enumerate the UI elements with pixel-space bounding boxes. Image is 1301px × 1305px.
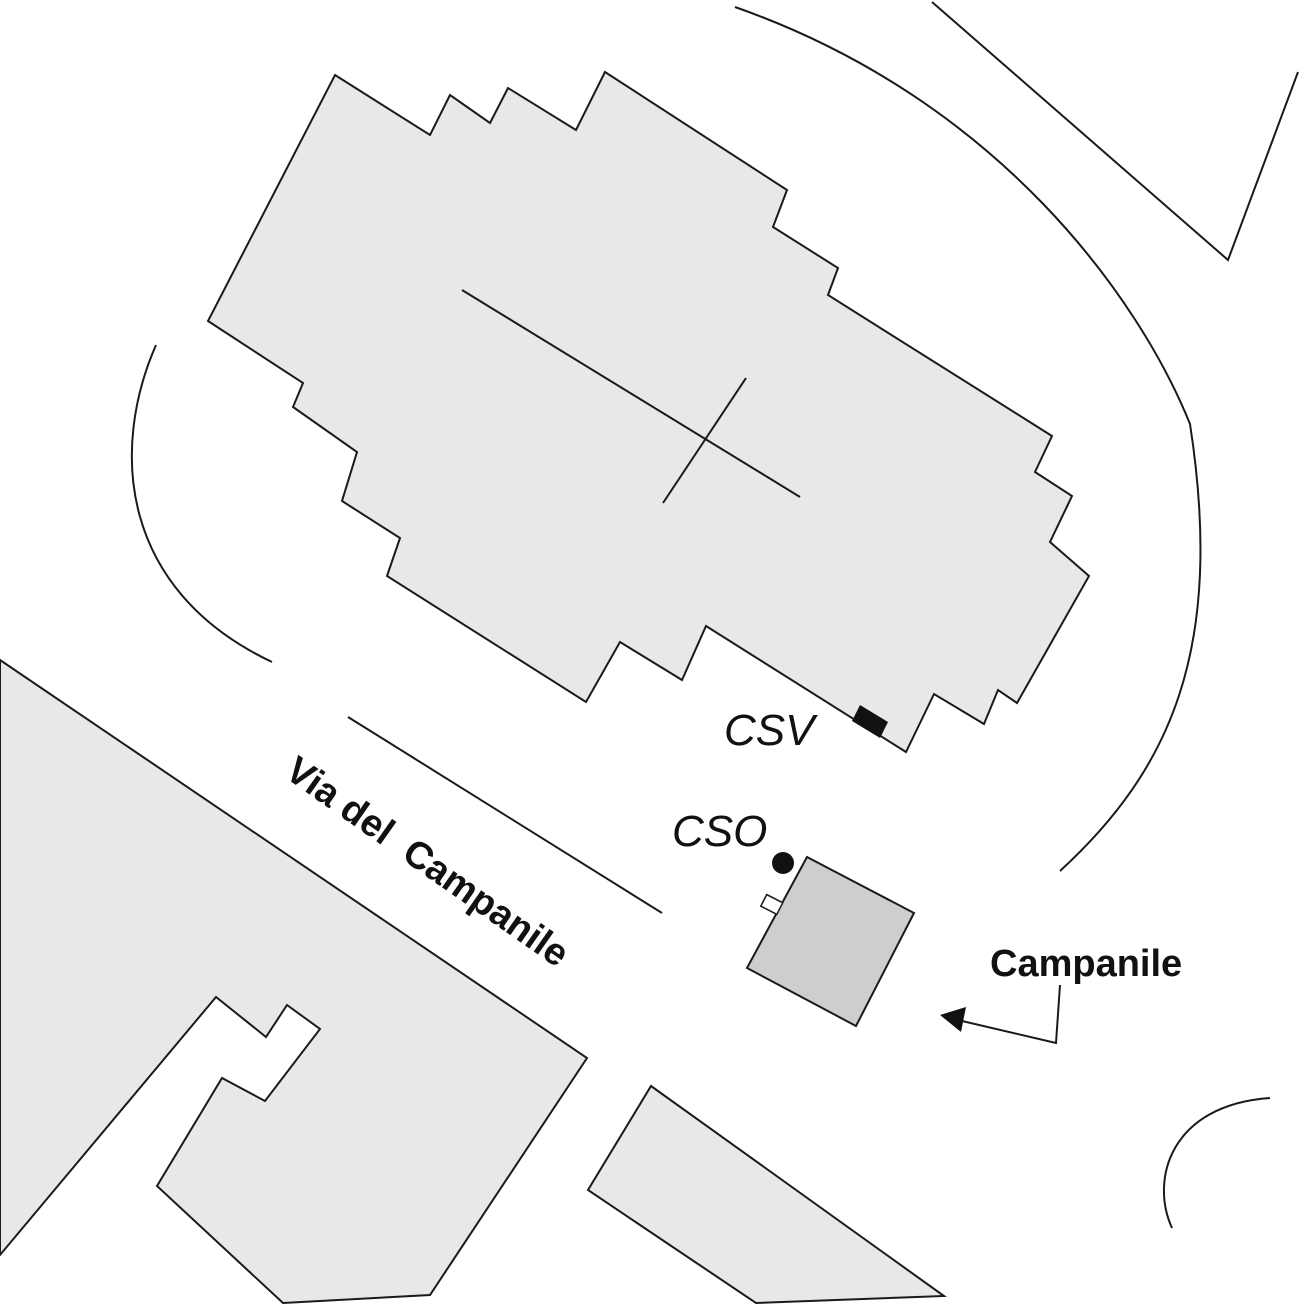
building-southwest [0, 658, 589, 1305]
nave-axis-line [461, 289, 801, 498]
csv-marker [852, 705, 888, 738]
campanile-tower [745, 855, 916, 1028]
campanile-callout-line [961, 984, 1061, 1045]
cso-marker [772, 852, 794, 874]
csv-label: CSV [724, 706, 818, 755]
tower-entrance [759, 893, 784, 916]
piazza-curb-east [734, 6, 1202, 872]
piazza-curb-west [130, 344, 273, 663]
curb-southeast [1162, 1097, 1271, 1229]
building-outline-northeast [931, 1, 1299, 262]
street-edge-line [347, 716, 663, 914]
transept-axis-line [662, 377, 747, 504]
campanile-label: Campanile [990, 943, 1182, 985]
building-south [586, 1084, 947, 1305]
campanile-arrowhead [940, 1007, 966, 1032]
cso-label: CSO [672, 807, 767, 856]
cathedral-building [206, 70, 1091, 754]
